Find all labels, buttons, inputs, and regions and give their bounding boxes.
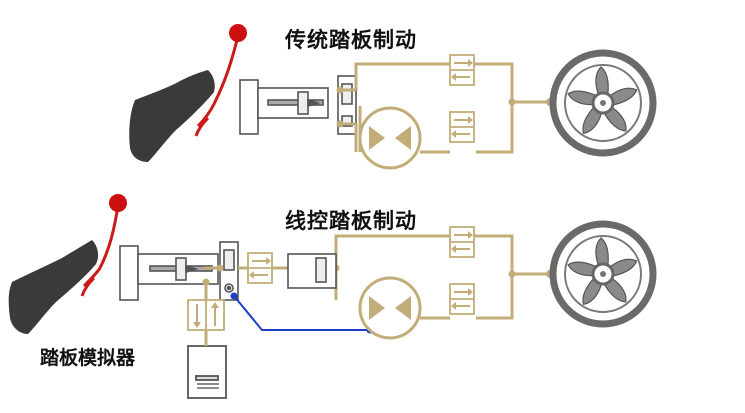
pedal-lever-pad xyxy=(80,276,96,297)
outlet-valve xyxy=(449,111,475,143)
pedal-lever-pad xyxy=(194,116,210,137)
hydraulic-pump-icon xyxy=(358,276,422,340)
inlet-valve xyxy=(449,226,475,258)
brake-by-wire-system xyxy=(8,194,653,399)
pedal-simulator-label: 踏板模拟器 xyxy=(40,347,136,369)
pedal-simulator xyxy=(187,330,227,399)
pedal-lever xyxy=(82,205,120,288)
conventional-brake-system xyxy=(129,24,653,170)
simulator-valve xyxy=(187,299,225,331)
wheel-icon xyxy=(553,53,653,153)
conventional-brake-title: 传统踏板制动 xyxy=(285,28,417,52)
foot-icon xyxy=(129,70,215,162)
signal-wire xyxy=(233,295,370,331)
foot-icon xyxy=(8,240,99,334)
pedal-knob xyxy=(229,24,247,42)
hydraulic-pump-icon xyxy=(358,106,422,170)
outlet-valve xyxy=(449,283,475,315)
secondary-master-cylinder xyxy=(287,253,337,289)
isolation-valve xyxy=(247,252,273,284)
brake-by-wire-title: 线控踏板制动 xyxy=(285,209,417,233)
inlet-valve xyxy=(449,54,475,86)
hydraulic-circuit xyxy=(340,62,550,154)
pedal-lever xyxy=(196,35,240,128)
wheel-icon xyxy=(553,224,653,324)
pedal-knob xyxy=(109,194,127,212)
